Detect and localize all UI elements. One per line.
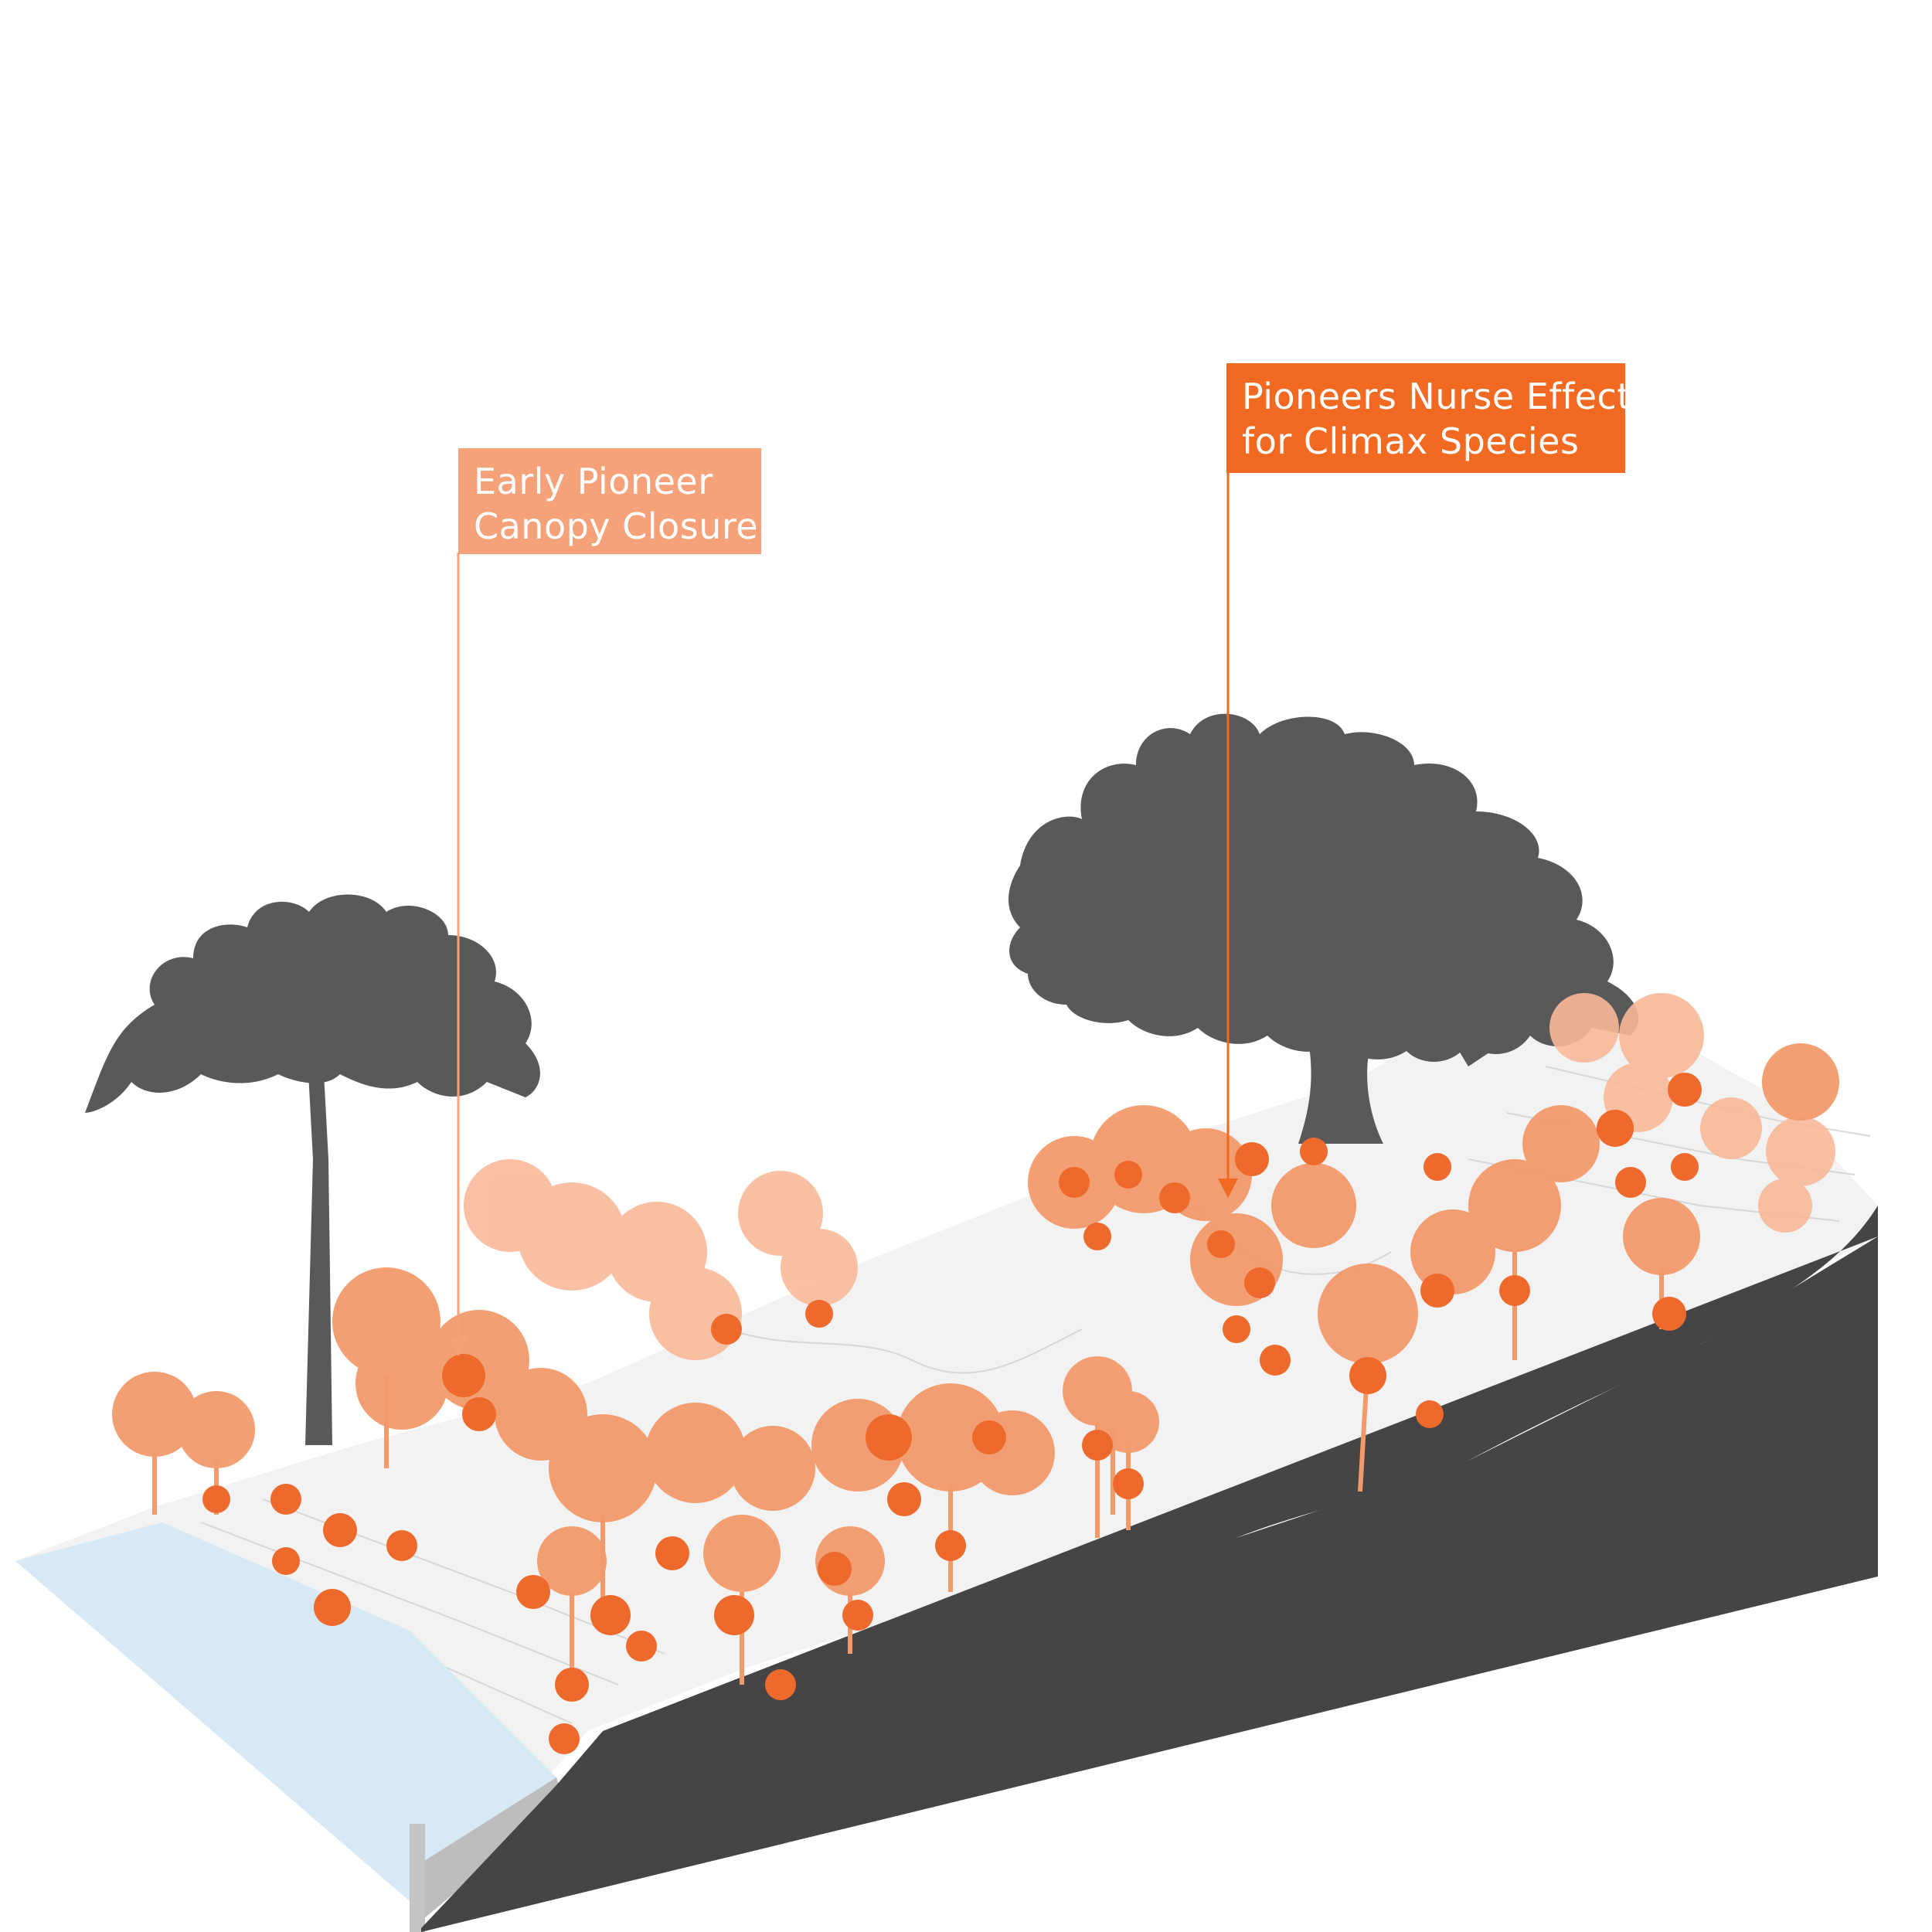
water-body (15, 1522, 556, 1901)
label-early-pioneer-line2: Canopy Closure (474, 505, 759, 547)
water-bank-edge (410, 1777, 564, 1924)
leader-arrow-nurse (1218, 1179, 1238, 1198)
label-early-pioneer: Early Pioneer Canopy Closure (458, 448, 761, 554)
leader-arrow-early (448, 1337, 468, 1356)
label-nurse-effect: Pioneers Nurse Effect for Climax Species (1226, 363, 1631, 473)
emergent-tree-icon (85, 894, 540, 1445)
label-nurse-effect-line1: Pioneers Nurse Effect (1242, 376, 1631, 417)
leader-lines (448, 471, 1238, 1356)
label-early-pioneer-line1: Early Pioneer (474, 461, 713, 502)
pioneer-trees (112, 993, 1839, 1754)
label-nurse-effect-line2: for Climax Species (1242, 420, 1580, 462)
terrain-section (421, 1236, 1878, 1932)
bank-front-face (410, 1824, 425, 1932)
climax-tree-icon (1009, 713, 1638, 1144)
